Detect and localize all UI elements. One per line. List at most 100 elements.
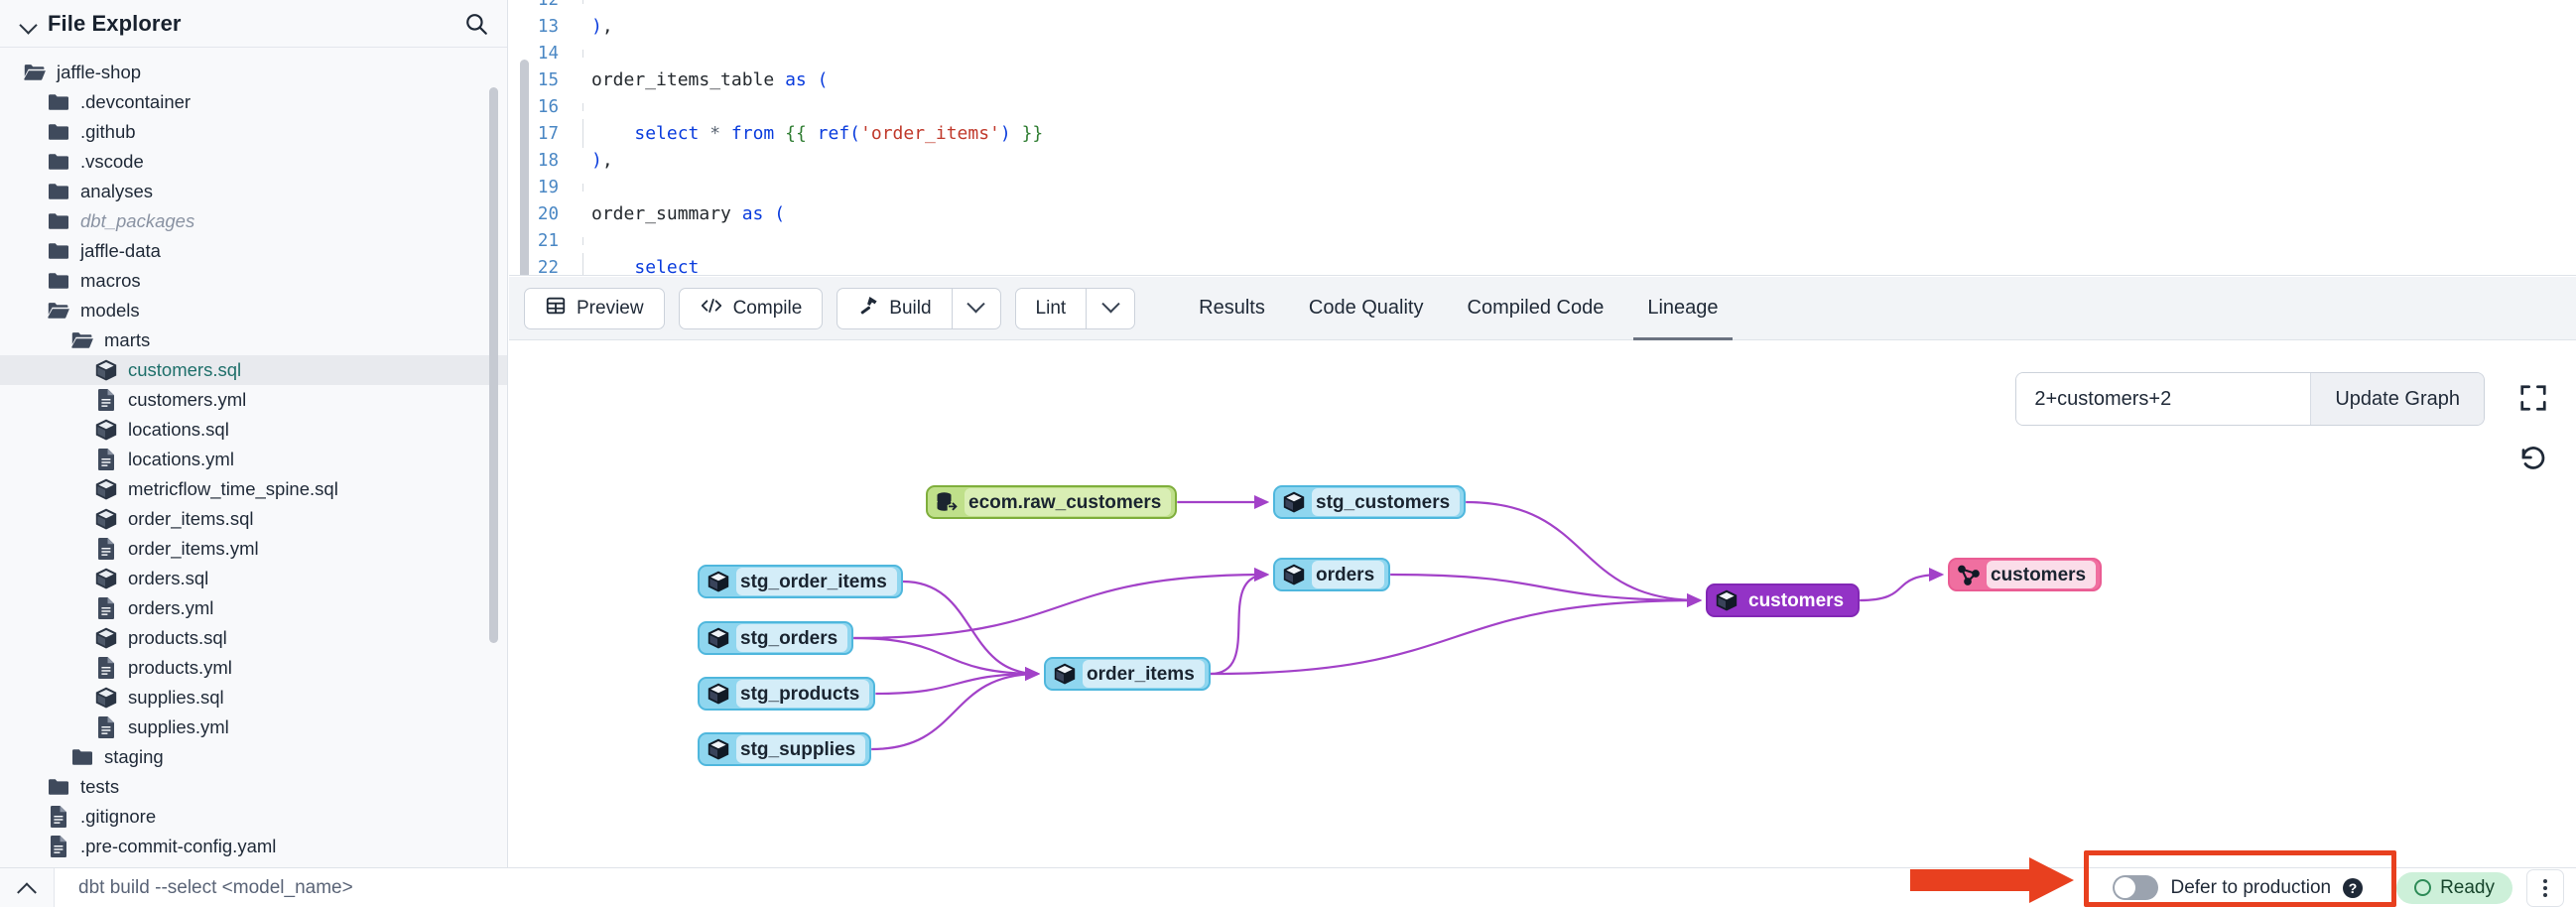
model-cube-icon xyxy=(706,736,731,762)
tab-lineage[interactable]: Lineage xyxy=(1625,277,1739,340)
folder-tree-item[interactable]: dbt_packages xyxy=(0,206,507,236)
compile-button[interactable]: Compile xyxy=(678,287,824,329)
lineage-node[interactable]: orders xyxy=(1273,558,1391,591)
lint-button-group: Lint xyxy=(1014,287,1136,329)
tab-code-quality[interactable]: Code Quality xyxy=(1308,297,1424,319)
file-tree-item[interactable]: locations.sql xyxy=(0,415,507,445)
file-tree-item[interactable]: metricflow_time_spine.sql xyxy=(0,474,507,504)
lineage-node-label: stg_orders xyxy=(736,624,848,652)
result-tabs[interactable]: Results Code Quality Compiled Code Lineage xyxy=(1177,277,1739,340)
file-tree-item[interactable]: .gitignore xyxy=(0,802,507,832)
chevron-down-icon xyxy=(966,295,985,314)
lint-dropdown-button[interactable] xyxy=(1086,287,1136,329)
tree-item-label: dbt_packages xyxy=(80,209,195,231)
lineage-edge xyxy=(902,580,1041,682)
bottom-status-bar: dbt build --select <model_name> Defer to… xyxy=(0,867,2576,907)
folder-icon xyxy=(46,179,71,204)
chevron-down-icon[interactable] xyxy=(18,13,40,35)
file-tree-item[interactable]: customers.sql xyxy=(0,355,507,385)
folder-tree-item[interactable]: .github xyxy=(0,117,507,147)
folder-tree-item[interactable]: jaffle-data xyxy=(0,236,507,266)
file-tree-item[interactable]: products.sql xyxy=(0,623,507,653)
folder-tree-item[interactable]: marts xyxy=(0,325,507,355)
folder-tree-item[interactable]: tests xyxy=(0,772,507,802)
file-tree-item[interactable]: orders.sql xyxy=(0,564,507,593)
model-cube-icon xyxy=(1052,661,1078,687)
file-tree-item[interactable]: supplies.yml xyxy=(0,713,507,742)
file-tree-item[interactable]: order_items.sql xyxy=(0,504,507,534)
tree-item-label: marts xyxy=(104,328,151,350)
lineage-node[interactable]: stg_supplies xyxy=(698,732,872,766)
defer-toggle-switch[interactable] xyxy=(2113,875,2159,900)
folder-tree-item[interactable]: staging xyxy=(0,742,507,772)
defer-to-production-toggle[interactable]: Defer to production ? xyxy=(2095,875,2381,900)
build-button-group: Build xyxy=(837,287,1001,329)
folder-tree-item[interactable]: jaffle-shop xyxy=(0,58,507,87)
code-line: 14 xyxy=(509,40,2576,66)
lineage-node[interactable]: order_items xyxy=(1044,657,1211,691)
line-number: 19 xyxy=(537,177,559,197)
code-brackets-icon xyxy=(700,296,723,322)
line-number: 14 xyxy=(537,43,559,64)
lineage-node[interactable]: ecom.raw_customers xyxy=(926,485,1178,519)
tree-item-label: models xyxy=(80,299,140,321)
file-tree-item[interactable]: supplies.sql xyxy=(0,683,507,713)
file-tree-item[interactable]: .pre-commit-config.yaml xyxy=(0,832,507,861)
folder-open-icon xyxy=(46,298,71,324)
folder-tree-item[interactable]: .vscode xyxy=(0,147,507,177)
line-number: 16 xyxy=(537,96,559,117)
model-cube-icon xyxy=(93,566,119,591)
right-arrow-annotation xyxy=(1910,857,2074,903)
file-tree-item[interactable]: order_items.yml xyxy=(0,534,507,564)
tab-compiled-code[interactable]: Compiled Code xyxy=(1467,297,1605,319)
tree-item-label: orders.sql xyxy=(128,567,209,588)
folder-tree-item[interactable]: models xyxy=(0,296,507,325)
file-tree-item[interactable]: customers.yml xyxy=(0,385,507,415)
folder-icon xyxy=(46,119,71,145)
folder-tree-item[interactable]: macros xyxy=(0,266,507,296)
question-mark-icon[interactable]: ? xyxy=(2343,877,2364,898)
lineage-edge xyxy=(1860,567,1945,602)
folder-tree-item[interactable]: analyses xyxy=(0,177,507,206)
reset-rotate-icon[interactable] xyxy=(2511,437,2556,482)
graph-selector-input[interactable] xyxy=(2016,373,2311,425)
model-cube-icon xyxy=(1281,562,1307,587)
lint-button[interactable]: Lint xyxy=(1014,287,1087,329)
folder-tree-item[interactable]: .devcontainer xyxy=(0,87,507,117)
build-button[interactable]: Build xyxy=(837,287,952,329)
chevron-up-icon[interactable] xyxy=(0,868,54,907)
lineage-node[interactable]: stg_customers xyxy=(1273,485,1467,519)
editor-toolbar: Preview Compile Build xyxy=(509,277,2576,340)
editor-scrollbar[interactable] xyxy=(520,60,529,275)
folder-open-icon xyxy=(22,60,48,85)
tree-item-label: .pre-commit-config.yaml xyxy=(80,835,277,856)
lineage-node[interactable]: stg_order_items xyxy=(698,565,903,598)
lineage-node[interactable]: customers xyxy=(1706,583,1861,617)
file-tree-item[interactable]: orders.yml xyxy=(0,593,507,623)
status-bar-right: Defer to production ? Ready xyxy=(2095,867,2576,907)
lineage-node[interactable]: customers xyxy=(1948,558,2103,591)
tree-item-label: order_items.sql xyxy=(128,507,254,529)
lineage-node[interactable]: stg_products xyxy=(698,677,876,711)
lineage-graph-panel[interactable]: ecom.raw_customers stg_customers stg_order… xyxy=(509,341,2576,867)
more-vertical-icon[interactable] xyxy=(2526,868,2564,907)
command-bar[interactable]: dbt build --select <model_name> xyxy=(54,867,2096,907)
chevron-down-icon xyxy=(1100,295,1120,314)
code-line: 17 select * from {{ ref('order_items') }… xyxy=(509,119,2576,148)
file-tree-item[interactable]: products.yml xyxy=(0,653,507,683)
lineage-edge xyxy=(1210,592,1703,676)
fullscreen-icon[interactable] xyxy=(2511,375,2556,421)
tab-results[interactable]: Results xyxy=(1199,297,1265,319)
update-graph-button[interactable]: Update Graph xyxy=(2310,373,2484,425)
code-line: 13), xyxy=(509,13,2576,40)
search-icon[interactable] xyxy=(463,11,489,37)
preview-button[interactable]: Preview xyxy=(524,287,665,329)
lineage-node[interactable]: stg_orders xyxy=(698,621,854,655)
lineage-edge xyxy=(875,666,1041,696)
sidebar-scrollbar[interactable] xyxy=(489,87,498,643)
build-dropdown-button[interactable] xyxy=(951,287,1001,329)
file-tree-item[interactable]: locations.yml xyxy=(0,445,507,474)
